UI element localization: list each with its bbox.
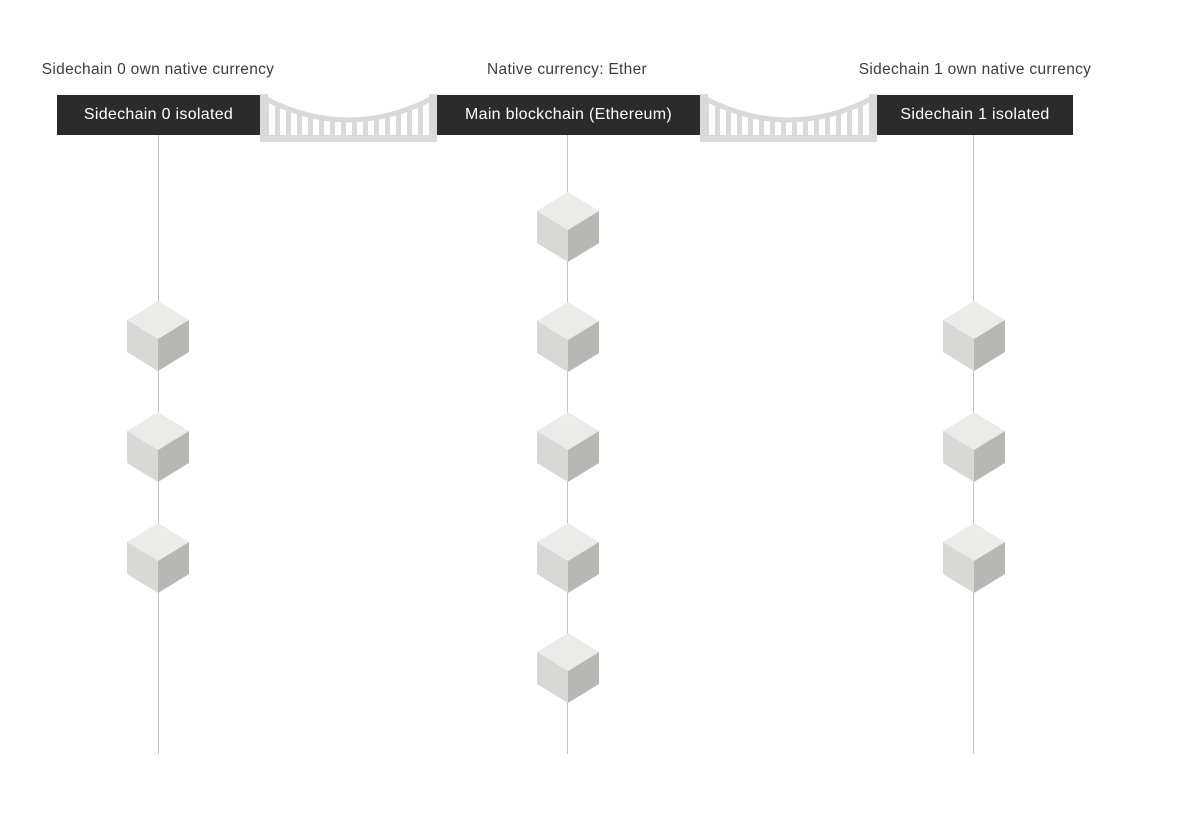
header-main-blockchain-label: Main blockchain (Ethereum) [465, 106, 672, 123]
header-sidechain-0: Sidechain 0 isolated [57, 95, 260, 135]
block-cube [943, 523, 1005, 593]
header-main-blockchain: Main blockchain (Ethereum) [437, 95, 700, 135]
block-cube [537, 302, 599, 372]
block-cube [943, 412, 1005, 482]
header-sidechain-1-label: Sidechain 1 isolated [900, 106, 1050, 123]
block-cube [943, 301, 1005, 371]
bridge-icon [700, 94, 877, 142]
block-cube [127, 523, 189, 593]
block-cube [127, 301, 189, 371]
block-cube [537, 633, 599, 703]
block-cube [537, 192, 599, 262]
block-cube [537, 412, 599, 482]
block-cube [127, 412, 189, 482]
currency-label-sidechain-1: Sidechain 1 own native currency [858, 61, 1092, 78]
header-sidechain-1: Sidechain 1 isolated [877, 95, 1073, 135]
header-sidechain-0-label: Sidechain 0 isolated [83, 106, 234, 123]
currency-label-sidechain-0: Sidechain 0 own native currency [41, 61, 275, 78]
block-cube [537, 523, 599, 593]
currency-label-main-blockchain: Native currency: Ether [487, 61, 647, 78]
bridge-icon [260, 94, 437, 142]
